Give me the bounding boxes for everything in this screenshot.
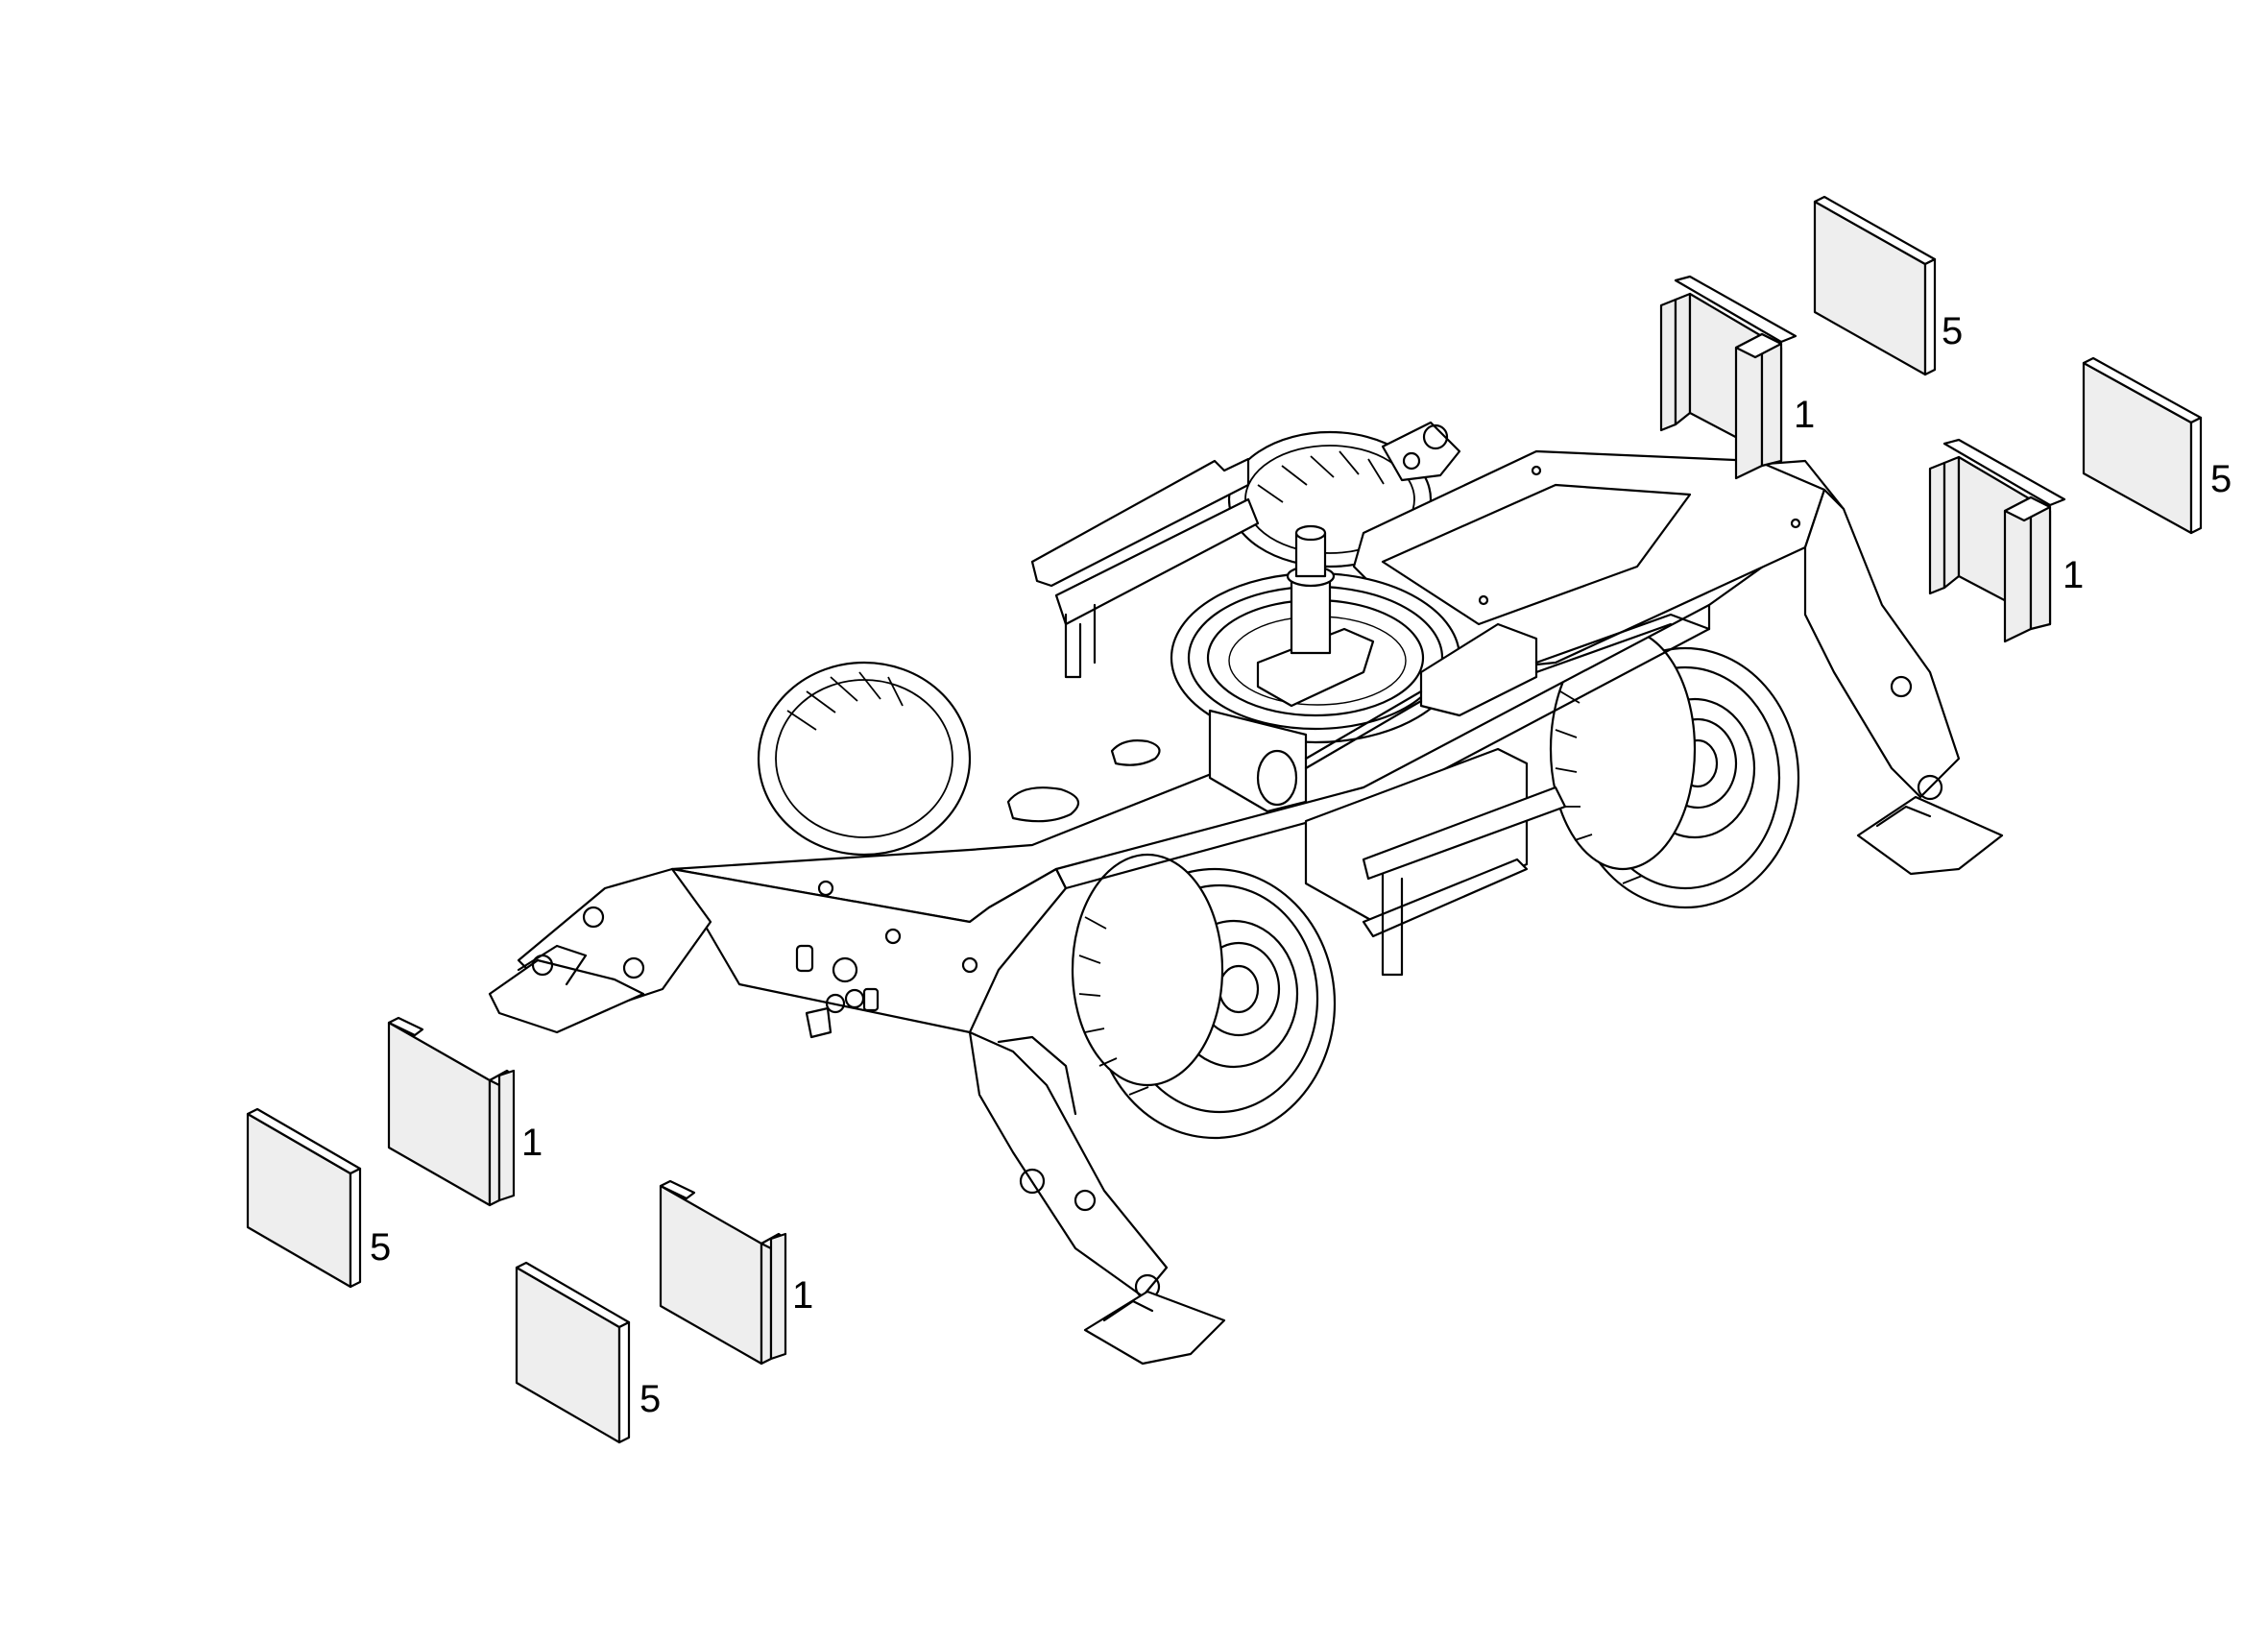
plate-part-5-top-a <box>1813 195 1937 376</box>
plate-part-5-top-b <box>2082 356 2203 535</box>
callout-plate-top-right-a: 5 <box>1942 310 1963 352</box>
wheel-front-left-dual <box>1071 853 1224 1087</box>
front-outrigger-box <box>1304 747 1567 977</box>
outrigger-front-left <box>968 1030 1226 1366</box>
outrigger-rear-left <box>488 867 712 1034</box>
callout-plate-bottom-left-b: 5 <box>639 1378 661 1420</box>
plate-part-5-bottom-b <box>515 1261 631 1444</box>
wheel-rear-left <box>757 661 972 857</box>
chassis-assembly <box>488 421 2004 1366</box>
outrigger-rear-right <box>1381 421 1461 482</box>
outrigger-front-right <box>1803 488 2004 876</box>
bracket-part-1-top-a <box>1659 275 1798 480</box>
main-frame <box>670 449 1846 1039</box>
callout-bracket-bottom-left-a: 1 <box>521 1122 543 1164</box>
bracket-part-1-top-b <box>1928 438 2066 643</box>
callout-bracket-bottom-left-b: 1 <box>792 1274 813 1317</box>
bracket-part-1-bottom-b <box>659 1179 787 1366</box>
rear-outrigger-beam <box>1030 457 1260 679</box>
transmission <box>1208 613 1711 813</box>
plate-part-5-bottom-a <box>246 1107 362 1289</box>
callout-bracket-top-right-b: 1 <box>2063 554 2084 596</box>
callout-plate-top-right-b: 5 <box>2210 458 2232 500</box>
callout-bracket-top-right-a: 1 <box>1794 394 1815 436</box>
bracket-part-1-bottom-a <box>387 1016 516 1207</box>
callout-plate-bottom-left-a: 5 <box>370 1226 391 1269</box>
